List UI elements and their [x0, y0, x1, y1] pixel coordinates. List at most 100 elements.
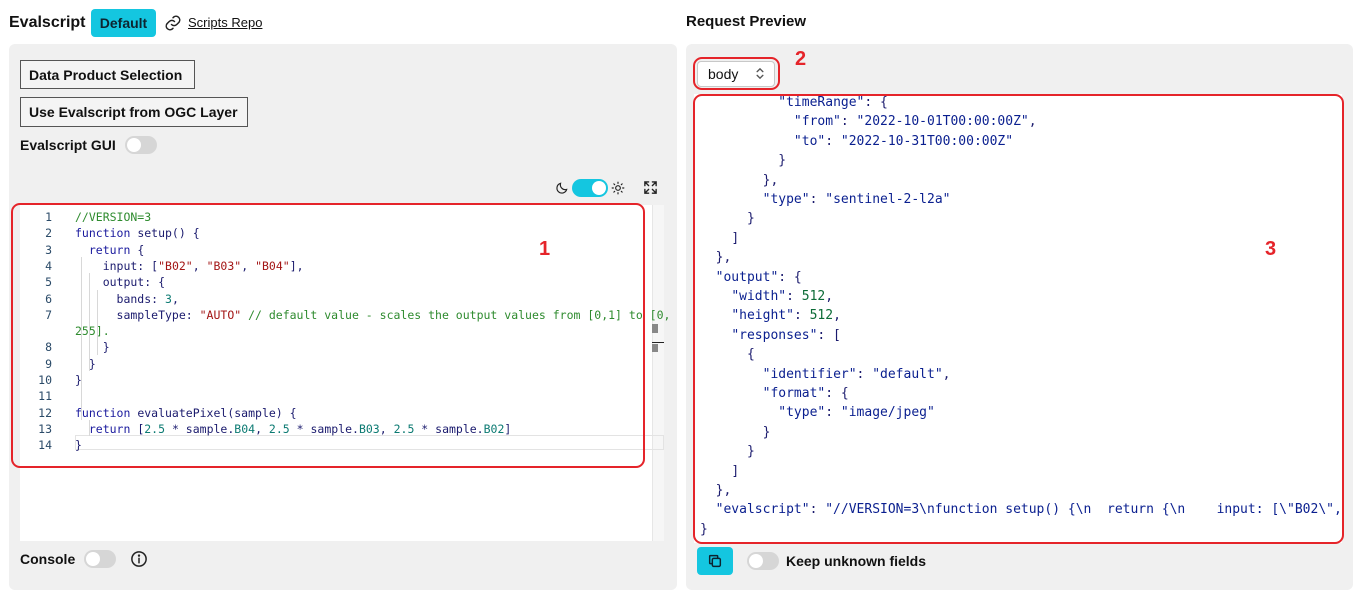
indent-guide	[89, 419, 90, 437]
console-toggle[interactable]	[84, 550, 116, 568]
evalscript-gui-toggle[interactable]	[125, 136, 157, 154]
code-token: setup() {	[130, 226, 200, 241]
line-number: 6	[45, 291, 52, 306]
default-tab-button[interactable]: Default	[91, 9, 156, 37]
code-line: sampleType: "AUTO" // default value - sc…	[75, 307, 671, 322]
chevron-up-down-icon	[756, 67, 764, 80]
code-token: return	[75, 421, 131, 436]
json-token: "evalscript"	[715, 502, 810, 518]
json-token: "timeRange"	[778, 95, 865, 110]
json-token: "2022-10-31T00:00:00Z"	[840, 133, 1014, 149]
json-token: ,	[1028, 114, 1037, 130]
link-icon	[165, 15, 181, 31]
code-token: bands:	[75, 291, 166, 306]
json-token: ,	[942, 366, 951, 382]
json-token: "output"	[715, 269, 779, 285]
code-token: sampleType:	[75, 307, 200, 322]
sun-icon	[611, 181, 625, 195]
code-token: 2.5	[268, 421, 290, 436]
json-token: 512	[801, 289, 826, 304]
code-token: B04	[234, 421, 256, 436]
json-line: },	[700, 483, 732, 498]
json-token: ]	[731, 463, 740, 479]
code-token: // default value - scales the output val…	[241, 307, 671, 322]
moon-icon	[556, 182, 568, 194]
code-line: }	[75, 438, 82, 452]
json-line: ]	[700, 464, 739, 479]
json-token: },	[715, 250, 732, 266]
json-token: "responses"	[731, 327, 818, 343]
code-line: function setup() {	[75, 226, 200, 240]
info-icon[interactable]	[130, 550, 148, 568]
indent-guide	[89, 273, 90, 371]
json-token: }	[700, 521, 708, 537]
json-token: },	[762, 172, 779, 188]
request-preview-title: Request Preview	[686, 13, 807, 30]
json-token: "from"	[793, 114, 841, 130]
code-token: }	[75, 438, 82, 453]
json-token: "type"	[762, 192, 810, 207]
code-token: }	[75, 373, 82, 387]
json-line: }	[700, 211, 755, 226]
json-token: "image/jpeg"	[840, 405, 935, 421]
json-token: }	[778, 153, 787, 169]
fullscreen-icon[interactable]	[643, 180, 658, 195]
annotation-label-2: 2	[795, 48, 807, 70]
data-product-selection-button[interactable]: Data Product Selection	[20, 60, 195, 89]
code-line: input: ["B02", "B03", "B04"],	[75, 259, 304, 273]
line-number: 4	[45, 258, 52, 273]
json-token: :	[840, 114, 857, 130]
code-line: }	[75, 357, 96, 371]
preview-section-select[interactable]: body	[697, 61, 775, 87]
json-token: "to"	[793, 133, 826, 149]
code-token: {	[130, 242, 145, 257]
request-json-preview[interactable]	[694, 94, 1342, 543]
annotation-box-2	[693, 57, 780, 90]
code-line: //VERSION=3	[75, 210, 151, 224]
code-token: "B03"	[206, 258, 242, 273]
copy-icon	[708, 554, 722, 568]
copy-button[interactable]	[697, 547, 733, 575]
console-label: Console	[20, 551, 76, 567]
code-token: "B02"	[158, 258, 193, 273]
code-editor[interactable]	[20, 205, 664, 541]
json-line: "height": 512,	[700, 308, 841, 323]
code-line: return [2.5 * sample.B04, 2.5 * sample.B…	[75, 421, 512, 436]
json-token: "type"	[778, 405, 826, 421]
annotation-box-3	[693, 94, 1344, 544]
line-number: 2	[45, 226, 52, 241]
json-token: }	[746, 211, 755, 227]
json-token: }	[746, 444, 755, 460]
json-token: :	[809, 192, 826, 207]
code-line: return {	[75, 243, 144, 257]
json-token: :	[809, 502, 826, 518]
editor-scrollbar[interactable]	[652, 205, 664, 541]
code-line: output: {	[75, 275, 165, 289]
code-line: }	[75, 340, 110, 354]
json-line: }	[700, 425, 771, 440]
line-number: 13	[38, 421, 52, 436]
keep-unknown-fields-toggle[interactable]	[747, 552, 779, 570]
json-token: "//VERSION=3\nfunction setup() {\n retur…	[825, 502, 1342, 518]
json-token: :	[786, 289, 802, 304]
annotation-box-1	[11, 203, 645, 468]
json-line: "responses": [	[700, 328, 841, 343]
annotation-label-1: 1	[539, 238, 551, 260]
json-token: ]	[731, 230, 740, 246]
json-line: "type": "image/jpeg"	[700, 405, 935, 420]
use-ogc-layer-button[interactable]: Use Evalscript from OGC Layer	[20, 97, 248, 127]
scripts-repo-link[interactable]: Scripts Repo	[188, 15, 263, 30]
json-line: "evalscript": "//VERSION=3\nfunction set…	[700, 502, 1342, 517]
code-token: input: [	[75, 258, 159, 273]
code-token: * sample.	[414, 421, 484, 436]
code-token: B03	[358, 421, 380, 436]
theme-toggle[interactable]	[572, 179, 608, 197]
line-number: 5	[45, 275, 52, 290]
json-token: "default"	[872, 366, 943, 382]
code-token: }	[75, 356, 96, 371]
line-number: 11	[38, 389, 52, 404]
json-line: }	[700, 153, 786, 168]
json-line: "output": {	[700, 270, 802, 285]
scrollbar-marker	[652, 324, 658, 333]
line-number: 8	[45, 340, 52, 355]
